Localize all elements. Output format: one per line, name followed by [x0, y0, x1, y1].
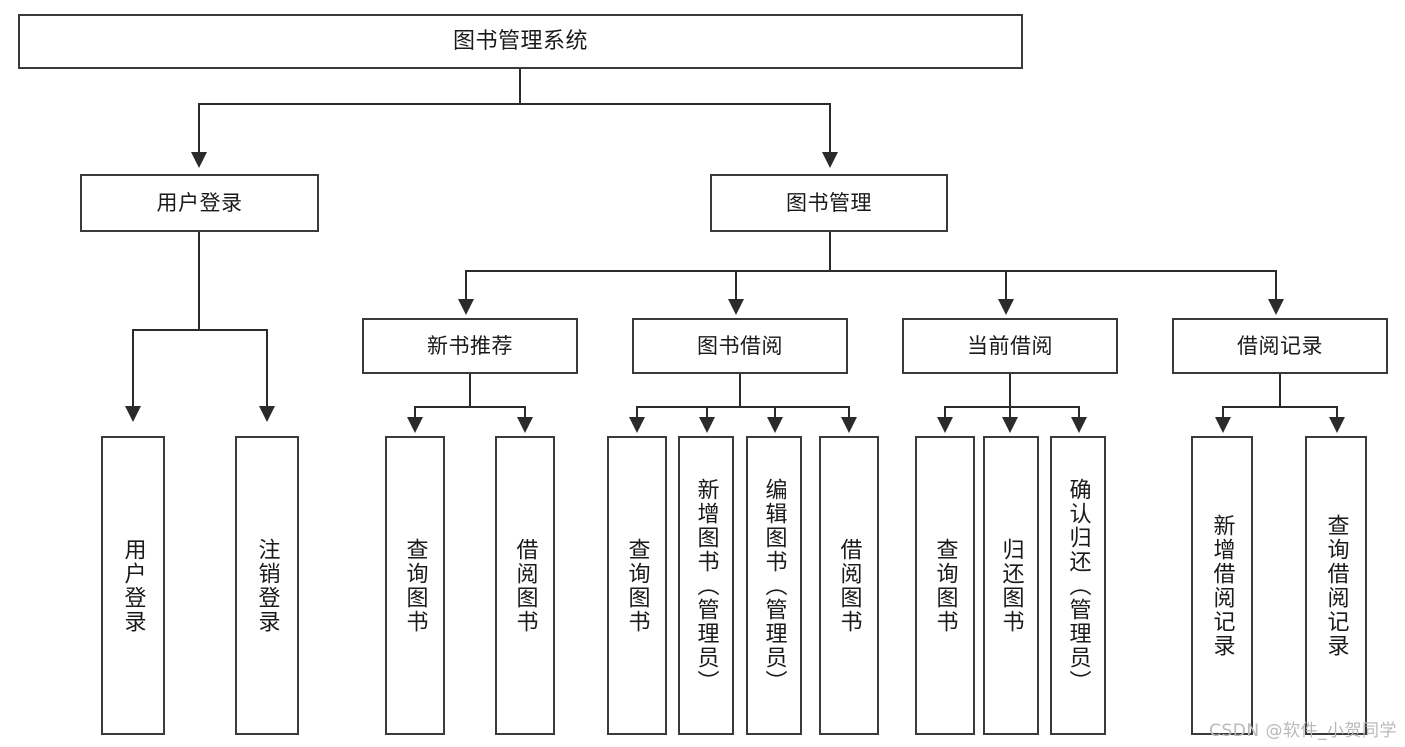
node-label: 图书管理系统	[452, 28, 588, 54]
arrow-to-user-login	[191, 152, 207, 168]
connector-user-login-drop-1	[132, 329, 134, 407]
arrow-to-leaf-query-book-3	[937, 417, 953, 433]
node-leaf-logout[interactable]: 注销登录	[235, 436, 299, 735]
node-leaf-query-book-2[interactable]: 查询图书	[607, 436, 667, 735]
connector-book-borrow-drop-3	[774, 406, 776, 418]
connector-user-login-drop-2	[266, 329, 268, 407]
node-leaf-query-book-3[interactable]: 查询图书	[915, 436, 975, 735]
arrow-to-new-book-recommend	[458, 299, 474, 315]
node-label: 归还图书	[998, 537, 1024, 634]
connector-new-book-stem	[469, 374, 471, 407]
connector-borrow-record-drop-1	[1222, 406, 1224, 418]
connector-book-manage-drop-3	[1005, 270, 1007, 300]
arrow-to-leaf-query-record	[1329, 417, 1345, 433]
connector-book-manage-drop-4	[1275, 270, 1277, 300]
connector-book-borrow-bus	[636, 406, 850, 408]
connector-book-borrow-stem	[739, 374, 741, 407]
node-book-manage[interactable]: 图书管理	[710, 174, 948, 232]
arrow-to-leaf-borrow-book-2	[841, 417, 857, 433]
connector-root-drop-right	[829, 103, 831, 153]
node-label: 新增图书（管理员）	[693, 477, 719, 694]
connector-current-borrow-drop-3	[1078, 406, 1080, 418]
node-leaf-user-login[interactable]: 用户登录	[101, 436, 165, 735]
connector-borrow-record-stem	[1279, 374, 1281, 407]
arrow-to-leaf-confirm-return	[1071, 417, 1087, 433]
arrow-to-current-borrow	[998, 299, 1014, 315]
node-book-borrow[interactable]: 图书借阅	[632, 318, 848, 374]
arrow-to-leaf-edit-book	[767, 417, 783, 433]
node-label: 当前借阅	[967, 333, 1053, 358]
arrow-to-leaf-logout	[259, 406, 275, 422]
node-label: 查询图书	[932, 537, 958, 634]
node-leaf-return-book[interactable]: 归还图书	[983, 436, 1039, 735]
node-label: 用户登录	[156, 190, 243, 215]
node-label: 图书管理	[786, 190, 872, 215]
node-label: 新增借阅记录	[1209, 513, 1235, 658]
connector-user-login-stem	[198, 232, 200, 330]
node-label: 借阅记录	[1237, 333, 1323, 358]
arrow-to-leaf-add-book	[699, 417, 715, 433]
arrow-to-leaf-query-book-1	[407, 417, 423, 433]
connector-user-login-bus	[132, 329, 267, 331]
connector-new-book-bus	[414, 406, 526, 408]
node-leaf-borrow-book-2[interactable]: 借阅图书	[819, 436, 879, 735]
node-leaf-confirm-return[interactable]: 确认归还（管理员）	[1050, 436, 1106, 735]
node-leaf-edit-book[interactable]: 编辑图书（管理员）	[746, 436, 802, 735]
arrow-to-leaf-borrow-book-1	[517, 417, 533, 433]
node-label: 查询借阅记录	[1323, 513, 1349, 658]
node-label: 用户登录	[120, 537, 146, 634]
arrow-to-borrow-record	[1268, 299, 1284, 315]
node-label: 查询图书	[402, 537, 428, 634]
node-label: 确认归还（管理员）	[1065, 477, 1091, 694]
node-borrow-record[interactable]: 借阅记录	[1172, 318, 1388, 374]
connector-book-borrow-drop-4	[848, 406, 850, 418]
node-leaf-add-book[interactable]: 新增图书（管理员）	[678, 436, 734, 735]
arrow-to-book-manage	[822, 152, 838, 168]
connector-book-manage-drop-2	[735, 270, 737, 300]
node-current-borrow[interactable]: 当前借阅	[902, 318, 1118, 374]
arrow-to-leaf-query-book-2	[629, 417, 645, 433]
node-label: 图书借阅	[697, 333, 783, 358]
arrow-to-leaf-user-login	[125, 406, 141, 422]
node-label: 注销登录	[254, 537, 280, 634]
node-user-login[interactable]: 用户登录	[80, 174, 319, 232]
connector-root-stem	[519, 69, 521, 104]
node-leaf-query-book-1[interactable]: 查询图书	[385, 436, 445, 735]
node-root-system[interactable]: 图书管理系统	[18, 14, 1023, 69]
node-leaf-add-record[interactable]: 新增借阅记录	[1191, 436, 1253, 735]
node-label: 借阅图书	[836, 537, 862, 634]
connector-current-borrow-drop-2	[1009, 406, 1011, 418]
connector-book-manage-stem	[829, 232, 831, 271]
node-label: 编辑图书（管理员）	[761, 477, 787, 694]
node-label: 新书推荐	[427, 333, 513, 358]
connector-current-borrow-stem	[1009, 374, 1011, 407]
node-new-book-recommend[interactable]: 新书推荐	[362, 318, 578, 374]
node-leaf-borrow-book-1[interactable]: 借阅图书	[495, 436, 555, 735]
connector-root-drop-left	[198, 103, 200, 153]
arrow-to-leaf-add-record	[1215, 417, 1231, 433]
connector-root-bus	[198, 103, 831, 105]
connector-book-manage-bus	[465, 270, 1277, 272]
connector-book-borrow-drop-2	[706, 406, 708, 418]
connector-current-borrow-drop-1	[944, 406, 946, 418]
node-leaf-query-record[interactable]: 查询借阅记录	[1305, 436, 1367, 735]
arrow-to-book-borrow	[728, 299, 744, 315]
connector-book-borrow-drop-1	[636, 406, 638, 418]
connector-book-manage-drop-1	[465, 270, 467, 300]
connector-current-borrow-bus	[944, 406, 1080, 408]
node-label: 借阅图书	[512, 537, 538, 634]
connector-new-book-drop-1	[414, 406, 416, 418]
node-label: 查询图书	[624, 537, 650, 634]
connector-new-book-drop-2	[524, 406, 526, 418]
arrow-to-leaf-return-book	[1002, 417, 1018, 433]
connector-borrow-record-drop-2	[1336, 406, 1338, 418]
connector-borrow-record-bus	[1222, 406, 1338, 408]
